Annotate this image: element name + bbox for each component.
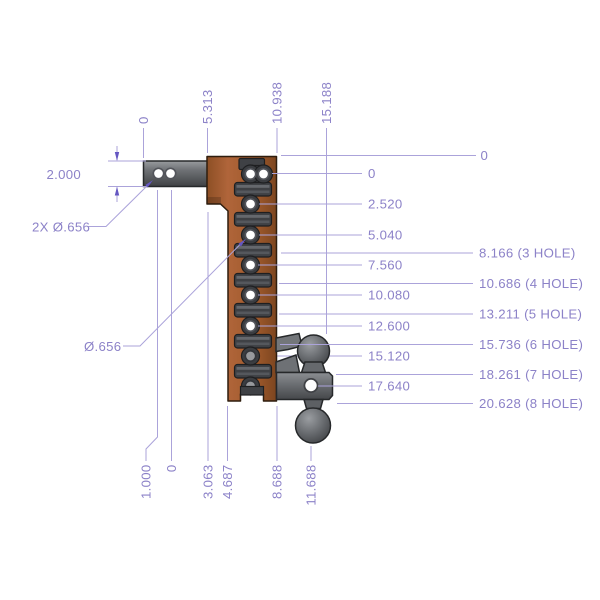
mount-clamp-arm <box>275 332 303 353</box>
dim-hole-2: 5.040 <box>368 228 403 243</box>
hitch-part <box>142 155 334 444</box>
dim-adjustment-hole: Ø.656 <box>84 339 121 354</box>
bracket-arm-shadow <box>207 197 221 204</box>
dim-drop-5: 20.628 (8 HOLE) <box>479 396 583 411</box>
dim-drop-1: 10.686 (4 HOLE) <box>479 276 583 291</box>
dim-bottom-5: 11.688 <box>304 465 319 506</box>
dim-hole-5: 12.600 <box>368 319 410 334</box>
dimension-lines-over <box>88 146 476 404</box>
dim-hole-0: 0 <box>368 166 376 181</box>
dimension-labels: 0 5.313 10.938 15.188 1.000 0 3.063 4.68… <box>32 82 583 506</box>
top-ball-neck <box>300 361 327 374</box>
ball-mount <box>275 332 334 444</box>
bottom-ball <box>294 407 332 444</box>
adjustment-holes <box>239 164 274 396</box>
dim-drop-2: 13.211 (5 HOLE) <box>479 307 582 322</box>
dim-hole-6: 15.120 <box>368 349 410 364</box>
dim-hole-3: 7.560 <box>368 258 403 273</box>
dim-bottom-0: 1.000 <box>139 465 154 500</box>
dim-top-0: 0 <box>136 116 151 124</box>
dim-bottom-4: 8.688 <box>270 465 285 500</box>
mount-clamp-wedge <box>275 354 301 374</box>
dim-shank-holes: 2X Ø.656 <box>32 220 90 235</box>
dim-drop-3: 15.736 (6 HOLE) <box>479 337 583 352</box>
dim-hole-4: 10.080 <box>368 288 410 303</box>
dim-bottom-1: 0 <box>164 465 179 473</box>
dim-right-origin: 0 <box>481 148 489 163</box>
dim-drop-4: 18.261 (7 HOLE) <box>479 367 583 382</box>
shank-hole-right <box>164 167 177 180</box>
dim-bottom-3: 4.687 <box>220 465 235 500</box>
dim-top-3: 15.188 <box>319 82 334 124</box>
dim-bottom-2: 3.063 <box>201 465 216 500</box>
dim-hole-7: 17.640 <box>368 379 410 394</box>
dim-drop-0: 8.166 (3 HOLE) <box>479 246 576 261</box>
dim-hole-1: 2.520 <box>368 197 403 212</box>
shank-hole-left <box>152 167 165 180</box>
dim-top-2: 10.938 <box>270 82 285 124</box>
dim-top-1: 5.313 <box>200 89 215 124</box>
bottom-ball-neck <box>303 398 324 410</box>
mount-pin-hole <box>303 377 319 393</box>
dim-shank-height: 2.000 <box>46 167 81 182</box>
